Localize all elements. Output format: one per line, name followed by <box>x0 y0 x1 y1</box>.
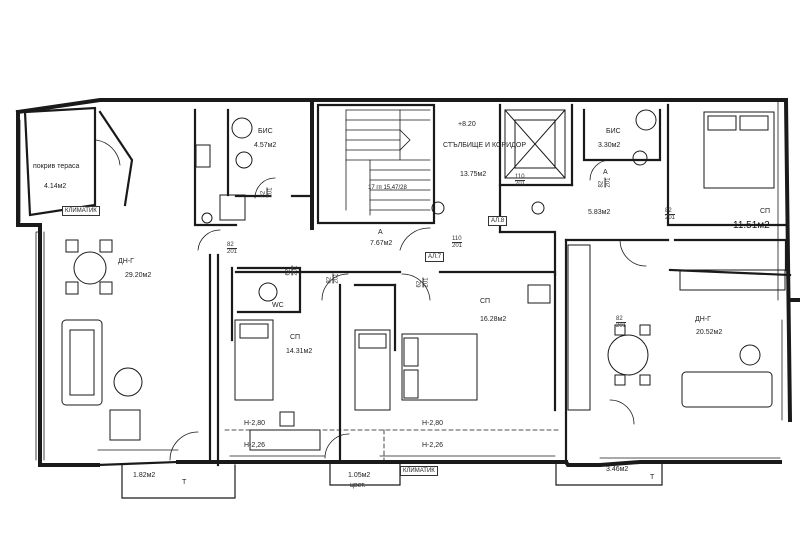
door-swings <box>95 139 647 461</box>
stair-level: +8.20 <box>458 121 476 128</box>
bath-left-name: БИС <box>258 128 273 135</box>
balcony-right-area: 3.46м2 <box>606 466 629 473</box>
living-left-name: ДН-Г <box>118 258 134 265</box>
hall-left-area: 7.67м2 <box>370 240 393 247</box>
hall-right-code: А <box>603 169 608 176</box>
bedroom-mid-left-h1: Н-2,80 <box>244 420 266 427</box>
hall-left-code: А <box>378 229 383 236</box>
balcony-left-code: Т <box>182 479 187 486</box>
bedroom-mid-left-name: СП <box>290 334 301 341</box>
bedroom-mid-right-area: 16.28м2 <box>480 316 507 323</box>
bath-right-area: 3.30м2 <box>598 142 621 149</box>
stair-name: СТЪЛБИЩЕ И КОРИДОР <box>443 142 527 149</box>
dashed-lines <box>224 429 561 461</box>
balcony-right-code: Т <box>650 474 655 481</box>
bedroom-mid-right-name: СП <box>480 298 491 305</box>
inner-walls <box>23 103 792 467</box>
balcony-mid-label: цвет. <box>350 482 366 489</box>
al8-tag: АЛ.8 <box>488 216 508 226</box>
hall-right-area: 5.83м2 <box>588 209 611 216</box>
terrace-left-name: покрив тераса <box>33 163 80 170</box>
furniture <box>61 109 786 451</box>
living-right-name: ДН-Г <box>695 316 711 323</box>
balcony-mid-area: 1.05м2 <box>348 472 371 479</box>
al7-tag: АЛ.7 <box>425 252 445 262</box>
bedroom-mid-right-h2: Н-2,26 <box>422 442 444 449</box>
staircase <box>345 109 431 216</box>
elevator <box>504 109 566 179</box>
bedroom-right-area: 11.51м2 <box>733 220 770 231</box>
bath-left-area: 4.57м2 <box>254 142 277 149</box>
wc-name: WC <box>272 302 284 309</box>
bedroom-mid-left-area: 14.31м2 <box>286 348 313 355</box>
terrace-left-area: 4.14м2 <box>44 183 67 190</box>
balconies <box>121 461 663 499</box>
bedroom-mid-left-h2: Н-2,26 <box>244 442 266 449</box>
outer-walls <box>15 98 800 467</box>
klimatik-tag-bottom: КЛИМАТИК <box>400 466 438 476</box>
stair-area: 13.75м2 <box>460 171 487 178</box>
bedroom-mid-right-h1: Н-2,80 <box>422 420 444 427</box>
klimatik-tag-left: КЛИМАТИК <box>62 206 100 216</box>
living-left-area: 29.20м2 <box>125 272 152 279</box>
living-right-area: 20.52м2 <box>696 329 723 336</box>
windows <box>19 99 783 461</box>
bedroom-right-name: СП <box>760 208 771 215</box>
bath-right-name: БИС <box>606 128 621 135</box>
balcony-left-area: 1.82м2 <box>133 472 156 479</box>
stair-steps: 17 гп 15,47/28 <box>368 185 407 191</box>
